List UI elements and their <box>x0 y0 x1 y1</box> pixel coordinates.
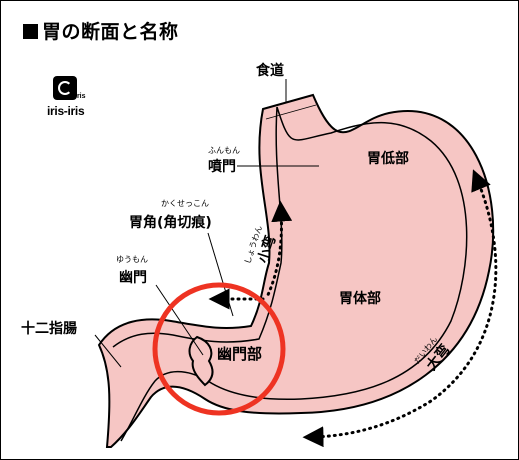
logo-eye-icon <box>53 76 77 100</box>
stomach-outer-wall <box>97 93 495 448</box>
esophagus-line-2 <box>265 104 317 120</box>
lesser-curvature-arrow-vertical <box>265 200 293 299</box>
angle-reading: かくせっこん <box>161 199 209 208</box>
page-title: 胃の断面と名称 <box>23 17 179 44</box>
esophagus-line-1 <box>262 94 314 110</box>
pylorus-leader <box>155 284 204 356</box>
cardia-reading: ふんもん <box>208 146 240 155</box>
duodenum-label: 十二指腸 <box>21 320 77 337</box>
pyloric-region-highlight-circle <box>152 282 286 416</box>
pyloric-sphincter <box>188 335 214 387</box>
duodenum-leader <box>94 334 122 368</box>
pyloric-part-label: 幽門部 <box>217 345 262 363</box>
pylorus-label: 幽門 <box>119 270 147 286</box>
esophagus-label: 食道 <box>256 62 284 79</box>
body-label: 胃体部 <box>339 290 381 307</box>
fundus-label: 胃低部 <box>367 150 409 167</box>
title-square-bullet <box>23 24 38 39</box>
greater-curvature-arrow <box>302 169 498 448</box>
angle-label: 胃角(角切痕) <box>129 214 212 231</box>
iris-logo: iris iris-iris <box>45 76 103 120</box>
logo-name: iris-iris <box>47 104 85 118</box>
logo-small-text: iris <box>75 93 86 100</box>
title-text: 胃の断面と名称 <box>42 21 179 43</box>
angle-leader <box>207 232 234 317</box>
pylorus-reading: ゆうもん <box>116 255 148 264</box>
cardia-label: 噴門 <box>208 158 236 175</box>
